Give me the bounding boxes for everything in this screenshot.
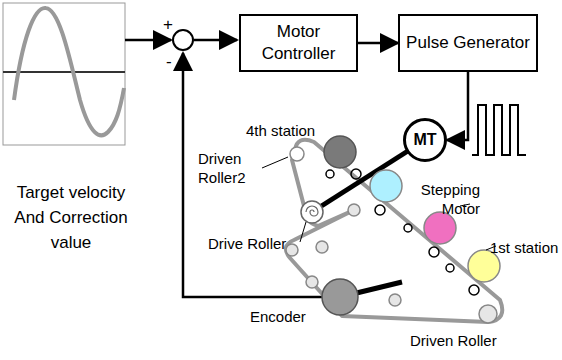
station-4 (324, 136, 356, 168)
encoder-wheel (322, 279, 358, 315)
pulse-train (472, 105, 526, 155)
drive-roller (301, 201, 323, 223)
node-text: Pulse Generator (406, 32, 530, 54)
velocity-plot (3, 3, 125, 145)
signal-arrow (447, 72, 468, 140)
part-name: Driven Roller2 (198, 149, 260, 187)
part-name: Stepping Motor (404, 180, 480, 218)
part-name: Encoder (250, 307, 320, 326)
node-text: Motor Controller (241, 21, 356, 65)
idle-rollers (286, 147, 497, 323)
leader-lines (262, 157, 496, 250)
sign-symbol: - (166, 52, 180, 71)
signal-arrow (194, 39, 237, 42)
sign-symbol: + (163, 15, 177, 34)
transfer-rollers (326, 169, 479, 295)
motor-circle: MT (403, 118, 447, 162)
summing-junction (173, 30, 193, 50)
part-name: 1st station (490, 238, 560, 257)
signal-arrow (358, 42, 398, 45)
feedback-line (183, 53, 322, 297)
signal-arrow (125, 39, 171, 42)
process-box: Pulse Generator (398, 14, 538, 72)
part-name: Drive Roller (208, 234, 300, 253)
process-box: Motor Controller (239, 14, 358, 72)
transfer-belt (286, 140, 502, 322)
node-text: MT (413, 129, 436, 151)
plot-caption: Target velocity And Correction value (0, 180, 142, 255)
station-3 (370, 170, 402, 202)
part-name: Driven Roller (410, 331, 510, 350)
part-name: 4th station (246, 121, 330, 140)
